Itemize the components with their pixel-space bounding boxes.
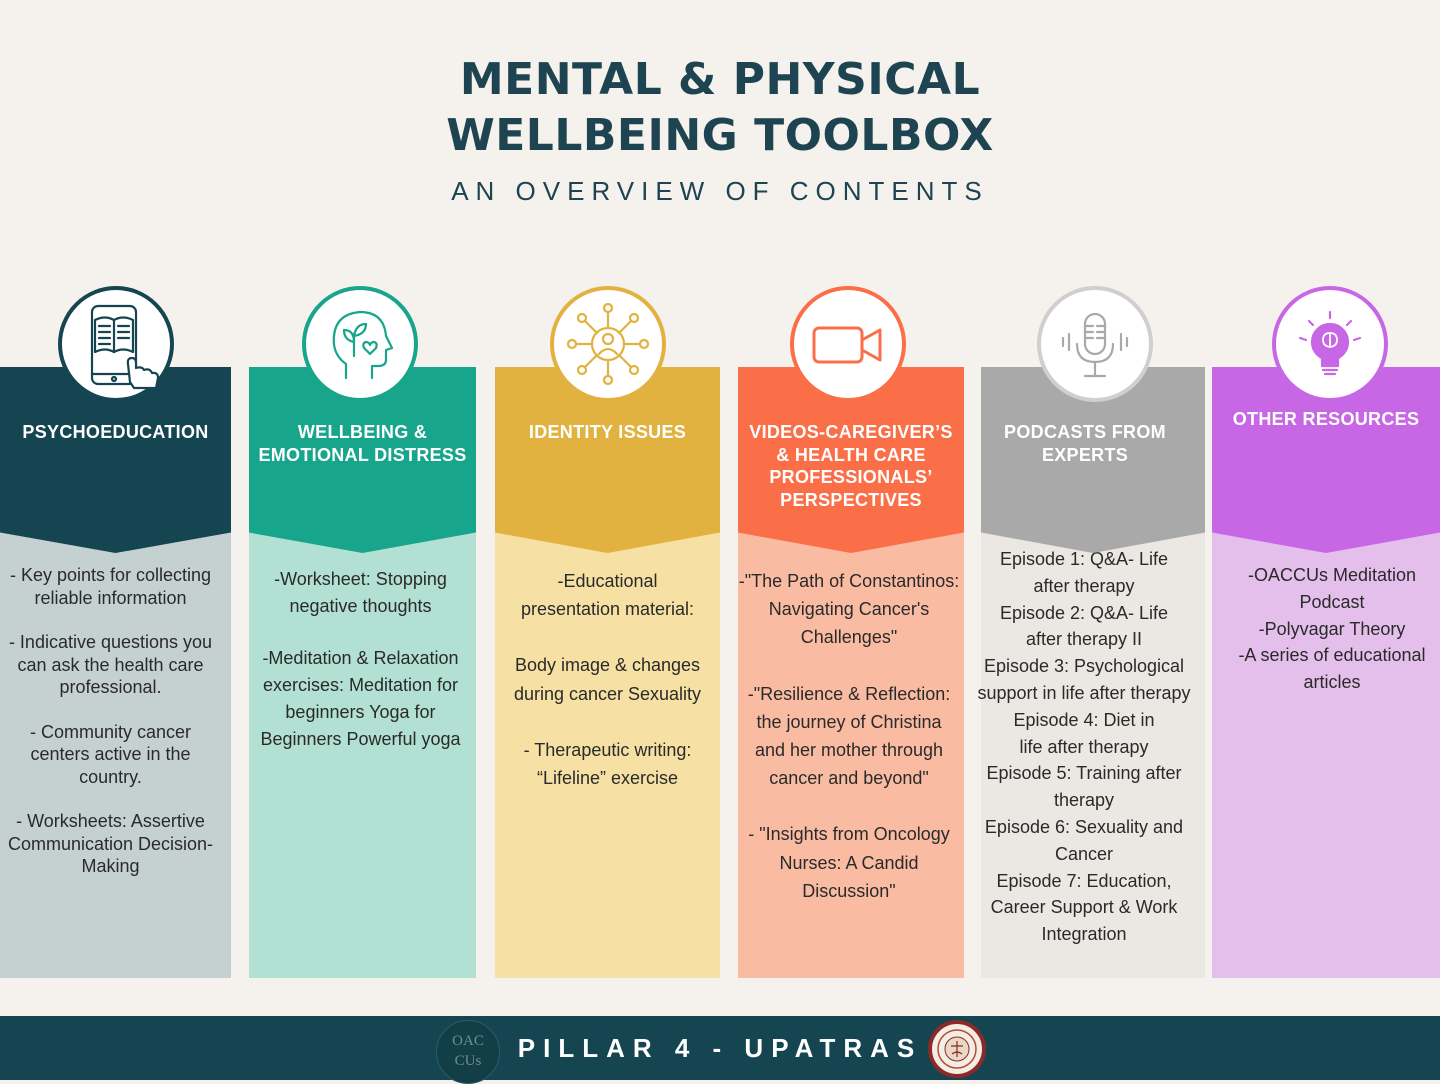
list-item: -Meditation & Relaxation exercises: Medi… <box>260 648 461 749</box>
psychoeducation-circle <box>58 286 174 402</box>
oaccus-logo: OAC CUs <box>436 1020 500 1084</box>
footer-bar: PILLAR 4 - UPATRAS <box>0 1016 1440 1080</box>
column-title-line: PODCASTS FROM <box>1004 422 1166 442</box>
head-plant-heart-icon <box>332 310 394 380</box>
column-title-line: PROFESSIONALS’ <box>769 467 933 487</box>
column-title-line: PERSPECTIVES <box>780 489 922 510</box>
list-item: -A series of educational articles <box>1238 645 1426 693</box>
column-title: OTHER RESOURCES <box>1212 408 1440 431</box>
column-items: - Key points for collecting reliable inf… <box>6 564 215 878</box>
videos-circle <box>790 286 906 402</box>
list-item: - Therapeutic writing: “Lifeline” exerci… <box>523 739 692 789</box>
column-body: -"The Path of Constantinos: Navigating C… <box>738 532 964 978</box>
list-item: Episode 5: Training after therapy <box>986 763 1182 811</box>
column-title-line: IDENTITY ISSUES <box>528 422 687 442</box>
column-items: -"The Path of Constantinos: Navigating C… <box>736 567 962 905</box>
column-title-line: EXPERTS <box>1041 444 1129 465</box>
seal-emblem-icon <box>937 1029 977 1069</box>
list-item: Body image & changes during cancer Sexua… <box>513 655 702 704</box>
list-item: -Worksheet: Stopping negative thoughts <box>274 569 447 616</box>
list-item: Episode 3: Psychological support in life… <box>977 656 1191 703</box>
logo-text-line: OAC <box>452 1033 484 1049</box>
column-title: WELLBEING & EMOTIONAL DISTRESS <box>249 421 476 466</box>
identity-circle <box>550 286 666 402</box>
list-item: - Key points for collecting reliable inf… <box>9 565 212 608</box>
column-title-line: & HEALTH CARE <box>776 444 926 465</box>
title-line-2: WELLBEING TOOLBOX <box>446 110 994 161</box>
tablet-reading-icon <box>90 304 160 390</box>
column-title: PSYCHOEDUCATION <box>0 421 231 444</box>
column-items: -Educational presentation material: Body… <box>507 567 708 792</box>
list-item: -Educational presentation material: <box>520 571 695 620</box>
column-title: IDENTITY ISSUES <box>495 421 720 444</box>
logo-text-line: CUs <box>454 1053 482 1069</box>
list-item: -"The Path of Constantinos: Navigating C… <box>738 571 960 648</box>
column-body: - Key points for collecting reliable inf… <box>0 532 231 978</box>
column-body: Episode 1: Q&A- Life after therapy Episo… <box>977 532 1205 978</box>
podcasts-circle <box>1037 286 1153 402</box>
lightbulb-brain-icon <box>1298 310 1362 376</box>
column-items: Episode 1: Q&A- Life after therapy Episo… <box>975 546 1193 948</box>
list-item: -"Resilience & Reflection: the journey o… <box>747 683 951 789</box>
list-item: Episode 2: Q&A- Life after therapy II <box>999 602 1169 650</box>
list-item: -OACCUs Meditation Podcast <box>1247 565 1417 612</box>
column-title-line: PSYCHOEDUCATION <box>22 422 209 442</box>
column-body: -Worksheet: Stopping negative thoughts -… <box>249 532 476 978</box>
column-items: -OACCUs Meditation Podcast -Polyvagar Th… <box>1212 562 1440 696</box>
microphone-icon <box>1061 312 1129 378</box>
column-title-line: WELLBEING & <box>297 422 428 442</box>
list-item: Episode 6: Sexuality and Cancer <box>984 816 1184 864</box>
university-seal-logo <box>928 1020 986 1078</box>
video-camera-icon <box>812 326 882 364</box>
column-title-line: VIDEOS-CAREGIVER’S <box>749 422 953 442</box>
person-network-icon <box>566 302 650 386</box>
other-resources-circle <box>1272 286 1388 402</box>
wellbeing-circle <box>302 286 418 402</box>
column-items: -Worksheet: Stopping negative thoughts -… <box>253 566 468 752</box>
page-title: MENTAL & PHYSICAL WELLBEING TOOLBOX <box>0 52 1440 164</box>
list-item: -Polyvagar Theory <box>1258 618 1406 639</box>
column-title-line: OTHER RESOURCES <box>1232 409 1420 429</box>
column-body: -OACCUs Meditation Podcast -Polyvagar Th… <box>1212 532 1440 978</box>
list-item: - Community cancer centers active in the… <box>29 721 192 787</box>
list-item: Episode 7: Education, Career Support & W… <box>990 870 1178 945</box>
footer-text: PILLAR 4 - UPATRAS <box>517 1033 923 1063</box>
column-title: VIDEOS-CAREGIVER’S & HEALTH CARE PROFESS… <box>738 421 964 511</box>
column-title: PODCASTS FROM EXPERTS <box>981 421 1197 466</box>
column-title-line: EMOTIONAL DISTRESS <box>258 444 467 465</box>
list-item: Episode 4: Diet in life after therapy <box>1013 709 1155 757</box>
list-item: - "Insights from Oncology Nurses: A Cand… <box>748 824 950 901</box>
page-subtitle: AN OVERVIEW OF CONTENTS <box>451 176 989 206</box>
list-item: - Worksheets: Assertive Communication De… <box>7 811 214 876</box>
title-line-1: MENTAL & PHYSICAL <box>459 54 981 105</box>
list-item: - Indicative questions you can ask the h… <box>8 632 213 697</box>
list-item: Episode 1: Q&A- Life after therapy <box>999 549 1169 596</box>
column-body: -Educational presentation material: Body… <box>495 532 720 978</box>
